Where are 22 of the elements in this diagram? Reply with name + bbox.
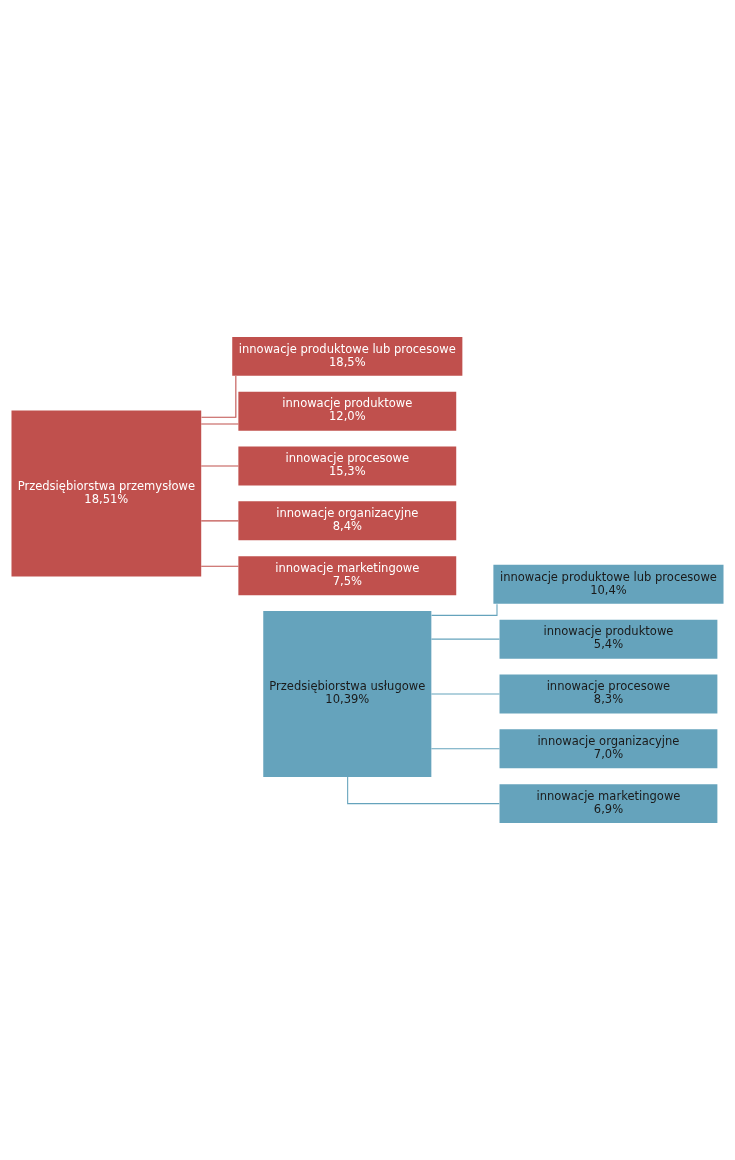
- node-box: innowacje produktowe lub procesowe 10,4%: [493, 564, 724, 604]
- node-box: innowacje marketingowe 7,5%: [238, 556, 457, 596]
- node-box: innowacje marketingowe 6,9%: [499, 784, 718, 824]
- node-box: innowacje produktowe lub procesowe 18,5%: [232, 336, 463, 376]
- connector: [200, 465, 239, 467]
- connector: [200, 375, 237, 418]
- connector: [430, 638, 501, 640]
- connector: [431, 603, 498, 616]
- node-box: innowacje produktowe 5,4%: [499, 619, 718, 659]
- node-box: innowacje procesowe 15,3%: [238, 446, 457, 486]
- node-box: innowacje procesowe 8,3%: [499, 674, 718, 714]
- node-box: innowacje produktowe 12,0%: [238, 391, 457, 431]
- connector: [200, 565, 239, 567]
- connector: [200, 423, 239, 425]
- connector: [430, 693, 501, 695]
- node-box: Przedsiębiorstwa przemysłowe 18,51%: [11, 410, 202, 577]
- connector: [200, 520, 239, 522]
- connector: [430, 748, 501, 750]
- connector: [347, 776, 500, 805]
- node-box: innowacje organizacyjne 7,0%: [499, 729, 718, 769]
- node-box: innowacje organizacyjne 8,4%: [238, 501, 457, 541]
- node-box: Przedsiębiorstwa usługowe 10,39%: [263, 611, 432, 777]
